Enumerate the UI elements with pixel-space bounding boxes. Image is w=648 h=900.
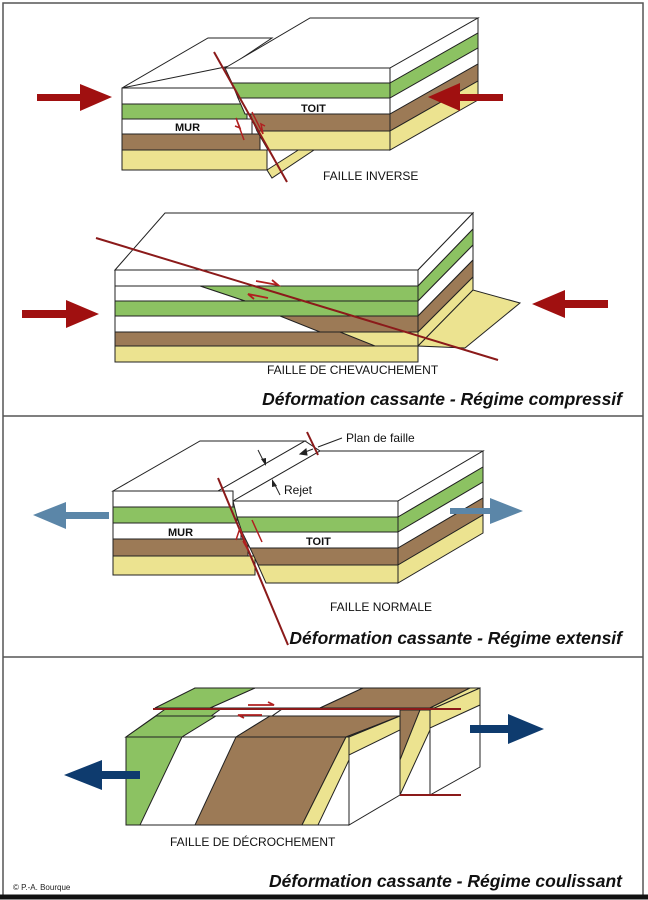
block-top-face <box>113 212 475 271</box>
mur-label: MUR <box>168 527 193 539</box>
mur-layer-white-1 <box>112 490 234 508</box>
slip-arrow-down <box>235 527 249 551</box>
diagram-faille-decrochement: FAILLE DE DÉCROCHEMENT <box>64 687 544 849</box>
toit-layer-yellow <box>256 130 391 151</box>
plan-leader-line <box>317 437 343 448</box>
diagram-faille-normale: Plan de faille Rejet MUR TOIT FAILLE NOR… <box>33 431 523 646</box>
panel-title-coulissant: Déformation cassante - Régime coulissant <box>269 871 623 891</box>
layer-yellow <box>114 345 419 363</box>
fault-line <box>213 51 288 183</box>
toit-layer-green <box>236 516 399 533</box>
mur-layer-brown <box>121 133 261 151</box>
toit-layer-white-1 <box>232 500 399 518</box>
mur-layer-green <box>121 103 248 120</box>
compression-arrow-right <box>37 84 112 111</box>
mur-layer-green <box>112 506 238 524</box>
copyright: © P.-A. Bourque <box>13 883 71 892</box>
toit-layer-white-1 <box>224 67 391 84</box>
panel-title-extensif: Déformation cassante - Régime extensif <box>289 628 624 648</box>
diagram-caption: FAILLE NORMALE <box>330 600 432 614</box>
compression-arrow-right <box>22 300 99 328</box>
toit-layer-brown <box>249 113 391 132</box>
toit-layer-green <box>231 82 391 99</box>
thrust-fault-line <box>95 237 499 361</box>
fault-trace-top <box>306 431 319 456</box>
plan-arrow <box>298 448 314 456</box>
mur-layer-brown <box>112 538 249 557</box>
rejet-arrowhead-bottom <box>272 479 277 487</box>
slip-arrow-up <box>251 519 263 543</box>
mur-layer-yellow <box>121 149 268 171</box>
toit-layer-brown <box>249 547 399 566</box>
slip-arrow-lower <box>247 293 269 300</box>
footwall-white <box>114 285 246 302</box>
rejet-label: Rejet <box>284 483 313 497</box>
toit-label: TOIT <box>301 103 326 115</box>
slip-arrow-down <box>234 117 245 141</box>
diagram-caption: FAILLE DE DÉCROCHEMENT <box>170 834 336 849</box>
mur-layer-white-1 <box>121 87 243 105</box>
toit-label: TOIT <box>306 536 331 548</box>
slip-arrow-left <box>237 714 262 719</box>
mur-label: MUR <box>175 122 200 134</box>
extension-arrow-right <box>450 498 523 524</box>
diagram-caption: FAILLE INVERSE <box>323 169 418 183</box>
slip-arrow-upper <box>255 279 282 287</box>
diagram-faille-inverse: MUR TOIT FAILLE INVERSE <box>37 17 503 183</box>
fault-line <box>217 477 289 646</box>
diagram-faille-chevauchement: FAILLE DE CHEVAUCHEMENT <box>22 211 608 377</box>
diagram-caption: FAILLE DE CHEVAUCHEMENT <box>267 363 439 377</box>
plan-de-faille-label: Plan de faille <box>346 431 415 445</box>
footwall-ramp <box>416 289 522 349</box>
slip-arrow-right <box>248 701 275 706</box>
compression-arrow-left <box>428 83 503 111</box>
mur-layer-yellow <box>112 555 256 576</box>
panel-title-compressif: Déformation cassante - Régime compressif <box>262 389 624 409</box>
compression-arrow-left <box>532 290 608 318</box>
toit-side-yellow <box>397 514 484 584</box>
layer-green-lower <box>114 300 419 317</box>
extension-arrow-left <box>33 502 109 529</box>
sinistral-arrow-left <box>64 760 140 790</box>
sinistral-arrow-right <box>470 714 544 744</box>
slip-arrow-up <box>251 111 266 135</box>
mur-top-face <box>121 37 274 89</box>
front-green-stripe <box>125 736 183 826</box>
rejet-arrowhead-top <box>261 458 266 466</box>
toit-layer-yellow <box>257 564 399 584</box>
